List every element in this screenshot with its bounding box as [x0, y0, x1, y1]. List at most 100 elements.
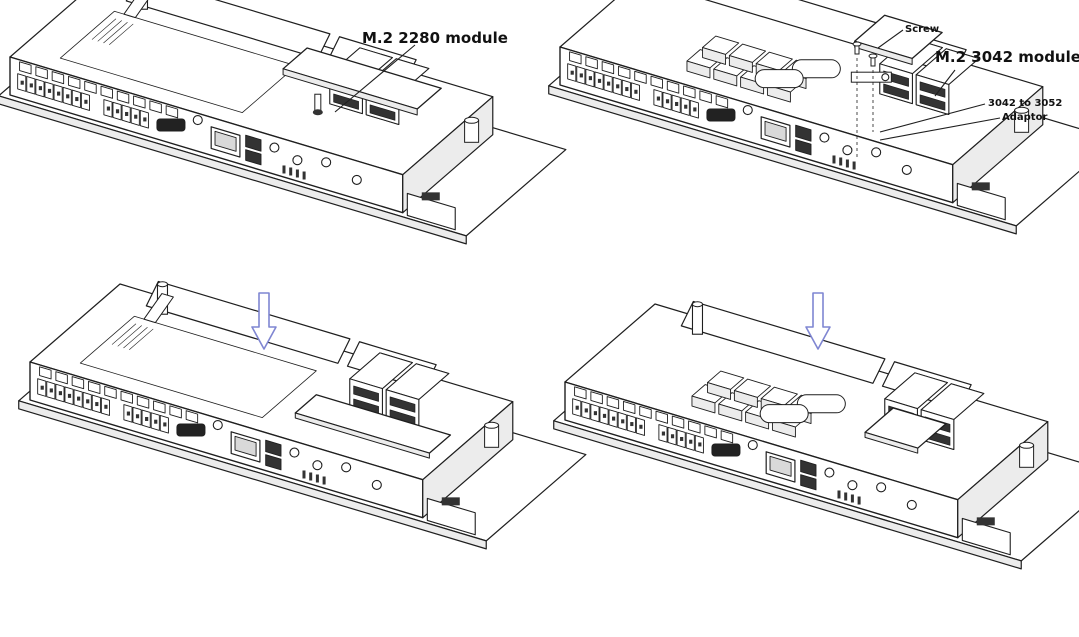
header-pin-block — [606, 396, 620, 410]
leader-line-adaptor — [879, 117, 1001, 141]
label-m2-2280-module: M.2 2280 module — [362, 29, 508, 47]
header-pin-block — [590, 391, 603, 405]
label-screw: Screw — [905, 24, 940, 35]
hdmi-port — [156, 118, 186, 132]
round-jack-3 — [876, 482, 887, 493]
terminal-block-b-pin — [115, 109, 120, 114]
latch-clip — [143, 293, 174, 324]
usb-port-2 — [245, 149, 262, 166]
trace — [103, 21, 128, 44]
dc-jack-block — [426, 497, 476, 536]
terminal-block-a-pin — [630, 422, 634, 427]
header-pin-block — [169, 405, 182, 419]
adaptor-bracket — [850, 71, 892, 83]
terminal-block-b-pin — [126, 411, 131, 416]
header-pin-block — [185, 410, 199, 424]
header-pin-block — [699, 90, 712, 104]
status-led — [839, 157, 843, 166]
round-jack-2 — [842, 145, 853, 156]
header-pin-block — [84, 80, 97, 94]
trace — [109, 23, 134, 45]
round-jack-2 — [847, 480, 858, 491]
m2-2280-card-edge — [282, 68, 418, 116]
panel-m2-3042-before — [548, 0, 1079, 235]
header-pin-block — [688, 420, 701, 434]
terminal-block-a-pin — [597, 78, 602, 83]
header-pin-block — [634, 70, 647, 84]
terminal-block-a-pin — [104, 404, 108, 409]
status-led — [845, 159, 849, 168]
header-pin-block — [120, 390, 133, 404]
relay-block-front — [691, 395, 716, 414]
status-led — [832, 155, 836, 164]
leader-line-adaptor — [879, 103, 986, 133]
header-pin-block — [666, 80, 680, 94]
relay-block-front — [771, 419, 796, 438]
relay-block-front — [766, 84, 791, 103]
relay-block-front — [718, 403, 743, 422]
adaptor-hole — [881, 73, 890, 82]
capacitor-top — [1019, 441, 1035, 449]
terminal-block-b-pin — [684, 104, 688, 109]
down-arrow-right — [805, 292, 831, 350]
header-pin-block — [100, 85, 113, 99]
header-pin-block — [153, 400, 166, 414]
terminal-block-b-pin — [670, 434, 675, 439]
hdmi-port — [176, 423, 206, 437]
usb-port-2 — [265, 454, 282, 471]
status-led — [857, 496, 861, 505]
dc-jack — [971, 182, 990, 191]
usb-socket — [919, 94, 946, 111]
capacitor-top — [1014, 106, 1030, 114]
header-pin-block — [39, 366, 52, 380]
usb-port-2 — [800, 474, 817, 491]
m2-3042-card-installed-edge — [864, 431, 919, 454]
usb-socket — [369, 104, 396, 121]
terminal-block-a-pin — [49, 388, 53, 393]
usb-socket — [353, 385, 379, 402]
header-pin-block — [650, 75, 663, 89]
header-pin-block — [104, 385, 117, 399]
terminal-block-a-pin — [57, 91, 61, 96]
terminal-block-a-pin — [95, 402, 99, 407]
latch-clip — [123, 0, 149, 19]
cylinder-cap-0 — [796, 394, 846, 414]
down-arrow-right-shape — [805, 292, 831, 350]
cylinder-cap-1 — [754, 69, 804, 89]
standoff-post-top — [691, 301, 703, 308]
label-m2-3042-module: M.2 3042 module — [935, 48, 1079, 66]
header-pin-block — [639, 405, 652, 419]
header-pin-block — [67, 75, 81, 90]
round-jack-4 — [371, 479, 382, 490]
terminal-block-a-pin — [570, 70, 574, 75]
header-pin-block — [87, 380, 101, 395]
header-pin-block — [133, 95, 146, 109]
terminal-block-b-pin — [693, 107, 697, 112]
standoff-post-top — [156, 281, 168, 288]
trace — [97, 20, 122, 42]
terminal-block-b-pin — [106, 106, 111, 111]
relay-block-front — [702, 47, 727, 65]
m2-2280-card — [282, 47, 442, 116]
rear-rail — [125, 0, 331, 59]
lan-port-inner — [214, 130, 237, 152]
status-led — [850, 494, 854, 503]
header-pin-block — [683, 85, 696, 99]
header-pin-block — [51, 71, 65, 85]
header-pin-block — [671, 415, 685, 429]
terminal-block-a-pin — [612, 416, 616, 421]
terminal-block-b-pin — [661, 431, 666, 436]
usb-socket — [919, 81, 946, 98]
usb-socket — [389, 396, 416, 413]
header-pin-block — [19, 61, 32, 75]
header-pin-block — [585, 56, 598, 70]
terminal-block-a-pin — [593, 411, 598, 416]
hdmi-port — [711, 443, 741, 457]
label-adaptor-line1: 3042 to 3052 — [988, 98, 1063, 109]
terminal-block-a-pin — [58, 391, 63, 396]
terminal-block-a-pin — [616, 84, 620, 89]
dc-jack-block — [961, 517, 1011, 556]
round-jack-2 — [312, 460, 323, 471]
down-arrow-left-shape — [251, 292, 277, 350]
dc-jack — [976, 517, 995, 526]
